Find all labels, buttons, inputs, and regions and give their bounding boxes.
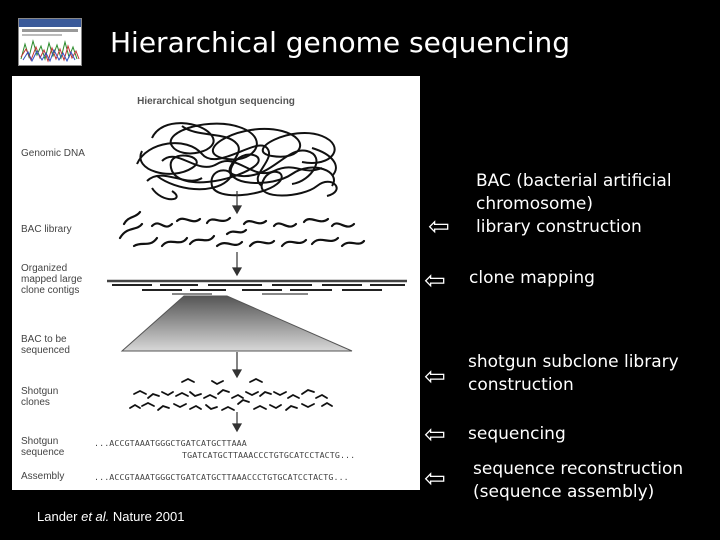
annotation-shotgun-subclone: shotgun subclone library construction [468,352,679,395]
arrow-left-icon: ⇦ [424,420,446,450]
shotgun-clone-fragments [129,377,333,411]
arrow-left-icon: ⇦ [424,362,446,392]
arrow-left-icon: ⇦ [424,464,446,494]
label-shotgun-sequence: Shotgun sequence [21,436,65,458]
annotation-bac-library-construction: BAC (bacterial artificial chromosome) li… [476,171,672,237]
label-assembly: Assembly [21,471,65,482]
label-clone-contigs: Organized mapped large clone contigs [21,263,83,296]
annotation-clone-mapping: clone mapping [469,268,595,288]
process-arrows [231,191,243,433]
annotation-sequencing: sequencing [468,424,566,444]
figure-title: Hierarchical shotgun sequencing [137,96,295,107]
citation: Lander et al. Nature 2001 [37,509,185,524]
arrow-left-icon: ⇦ [424,266,446,296]
shotgun-sequence-read-1: ...ACCGTAAATGGGCTGATCATGCTTAAA [94,438,247,448]
shotgun-sequence-read-2: TGATCATGCTTAAACCCTGTGCATCCTACTG... [182,450,356,460]
annotation-sequence-reconstruction: sequence reconstruction (sequence assemb… [473,459,684,502]
label-shotgun-clones: Shotgun clones [21,386,59,408]
clone-contig-map [107,279,407,295]
slide-title: Hierarchical genome sequencing [110,26,571,59]
bac-expansion-wedge [120,295,353,352]
label-bac-library: BAC library [21,224,72,235]
assembly-sequence: ...ACCGTAAATGGGCTGATCATGCTTAAACCCTGTGCAT… [94,472,349,482]
genomic-dna-tangle [136,122,338,201]
hierarchical-shotgun-figure: Hierarchical shotgun sequencing Genomic … [12,76,420,490]
label-genomic-dna: Genomic DNA [21,148,85,159]
arrow-left-icon: ⇦ [428,212,450,242]
figure-illustration [107,122,407,433]
slide-thumbnail-image [18,18,82,66]
bac-library-fragments [118,210,366,248]
label-bac-to-be-sequenced: BAC to be sequenced [21,334,70,356]
